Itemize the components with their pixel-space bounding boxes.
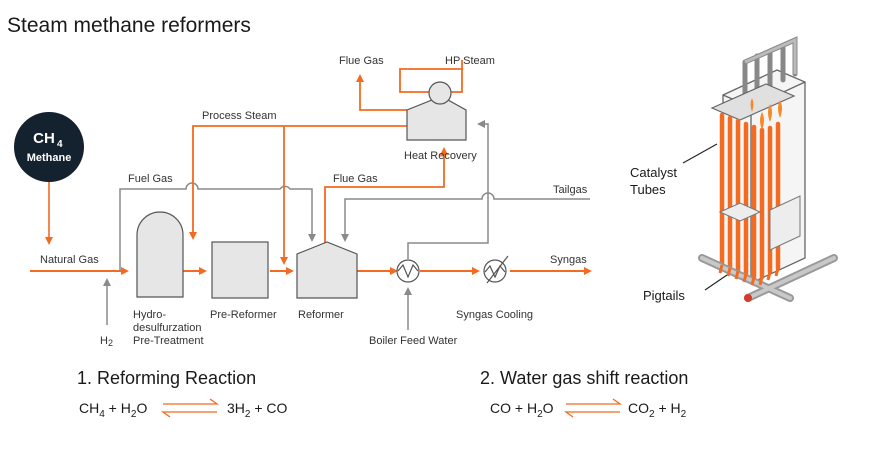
pre-reformer-vessel: [211, 241, 269, 299]
label-hds-line1: Hydro-: [133, 309, 166, 321]
r2-h2-sub: 2: [680, 408, 687, 420]
label-syngas: Syngas: [550, 254, 587, 266]
label-natural-gas: Natural Gas: [40, 254, 99, 266]
label-pre-reformer: Pre-Reformer: [210, 309, 277, 321]
r2-plus-h: + H: [654, 400, 681, 416]
reaction1-left: CH4 + H2O: [79, 400, 147, 420]
catalyst-tubes-label: Catalyst Tubes: [630, 164, 677, 198]
label-hds-line2: desulfurzation: [133, 322, 202, 334]
syngas-cooler-icon: [483, 255, 509, 284]
label-h2: H: [100, 335, 108, 347]
r1-3h: 3H: [227, 400, 245, 416]
flue-gas-top-line: [356, 74, 407, 111]
r1-ch: CH: [79, 400, 100, 416]
r1-ch-sub: 4: [99, 408, 105, 420]
reformer-furnace-illustration: [682, 36, 838, 302]
catalyst-tubes-line2: Tubes: [630, 182, 666, 197]
r2-h-sub: 2: [537, 408, 543, 420]
r1-3h-sub: 2: [244, 408, 251, 420]
boiler-exchanger-icon: [396, 259, 420, 283]
r2-co-sub: 2: [649, 408, 655, 420]
label-h2-sub: 2: [108, 338, 113, 348]
r2-co-h: CO + H: [490, 400, 538, 416]
label-fuel-gas: Fuel Gas: [128, 173, 173, 185]
label-flue-gas-top: Flue Gas: [339, 55, 384, 67]
methane-name: Methane: [27, 152, 72, 164]
label-heat-recovery: Heat Recovery: [404, 150, 477, 162]
r2-o: O: [542, 400, 554, 416]
flue-gas-mid-line: [324, 147, 448, 244]
boiler-to-heat-recovery-line: [407, 120, 489, 259]
methane-badge: CH 4 Methane: [14, 112, 84, 182]
label-hds-line3: Pre-Treatment: [133, 335, 204, 347]
catalyst-tubes-line1: Catalyst: [630, 165, 677, 180]
reaction1-equilibrium-arrows: [160, 398, 220, 418]
page-title: Steam methane reformers: [7, 14, 251, 37]
hds-vessel: [136, 211, 184, 298]
process-steam-line-1: [189, 125, 407, 240]
label-syngas-cooling: Syngas Cooling: [456, 309, 533, 321]
heat-recovery-unit: [406, 99, 467, 141]
methane-formula: CH: [33, 130, 55, 147]
r1-h-sub: 2: [130, 408, 137, 420]
label-tailgas: Tailgas: [553, 184, 588, 196]
r1-o: O: [136, 400, 148, 416]
r1-plus-h: + H: [104, 400, 131, 416]
label-flue-gas-mid: Flue Gas: [333, 173, 378, 185]
reaction2-right: CO2 + H2: [628, 400, 686, 420]
reformer-vessel: [296, 241, 358, 299]
reaction2-left: CO + H2O: [490, 400, 554, 420]
r2-co: CO: [628, 400, 649, 416]
steam-drum: [428, 81, 452, 105]
label-hp-steam: HP Steam: [445, 55, 495, 67]
reaction1-title: 1. Reforming Reaction: [77, 368, 257, 388]
reaction2-equilibrium-arrows: [563, 398, 623, 418]
reaction1-right: 3H2 + CO: [227, 400, 287, 420]
label-process-steam: Process Steam: [202, 110, 277, 122]
tailgas-line: [341, 192, 590, 242]
r1-co: + CO: [250, 400, 288, 416]
pigtails-label: Pigtails: [643, 288, 685, 303]
label-reformer: Reformer: [298, 309, 344, 321]
reaction2-title: 2. Water gas shift reaction: [480, 368, 689, 388]
label-boiler-feed-water: Boiler Feed Water: [369, 335, 458, 347]
hp-steam-loop: [399, 68, 463, 93]
methane-formula-sub: 4: [57, 139, 63, 150]
fuel-gas-line: [119, 182, 316, 271]
